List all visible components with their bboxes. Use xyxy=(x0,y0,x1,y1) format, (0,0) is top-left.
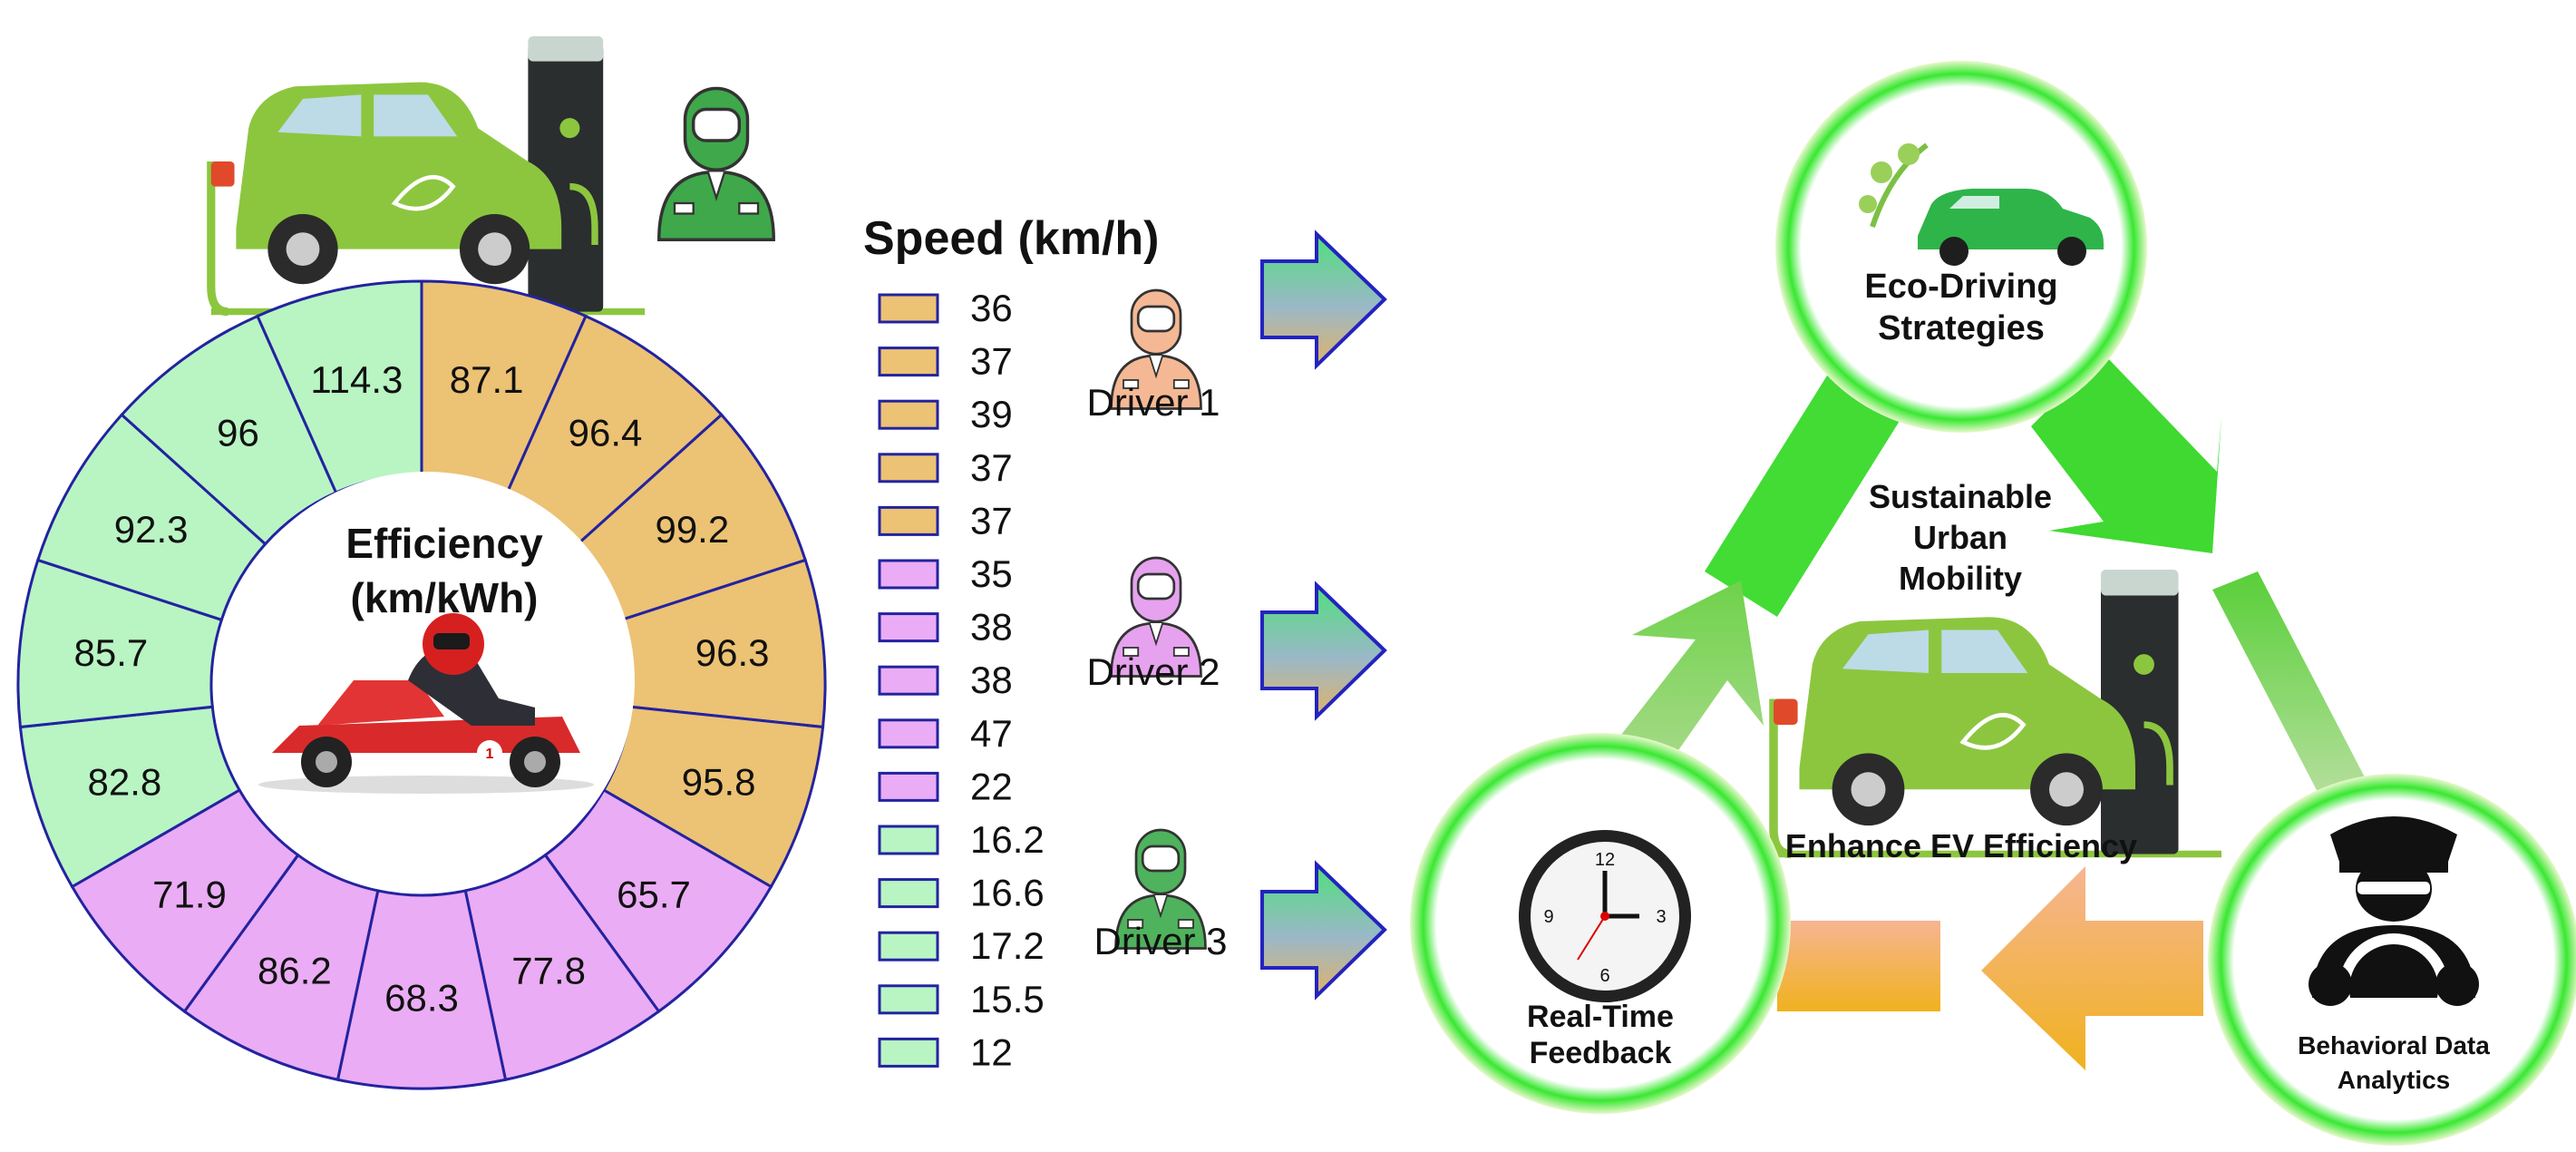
donut-value-label-1-3: 99.2 xyxy=(655,508,729,551)
donut-value-label-2-3: 68.3 xyxy=(384,977,459,1020)
center-caption: Enhance EV Efficiency xyxy=(1785,827,2137,864)
driver-avatar-icon xyxy=(657,86,775,241)
speed-swatch-6 xyxy=(878,559,939,590)
center-ev-car-icon xyxy=(1774,570,2221,854)
donut-value-label-1-4: 96.3 xyxy=(695,631,770,674)
speed-value-14: 15.5 xyxy=(970,978,1045,1020)
eco-car-icon xyxy=(1859,142,2104,266)
center-title-line3: Mobility xyxy=(1899,560,2022,597)
donut-value-label-3-5: 114.3 xyxy=(310,358,403,401)
speed-value-4: 37 xyxy=(970,446,1013,489)
speed-value-2: 37 xyxy=(970,340,1013,383)
speed-swatch-5 xyxy=(878,505,939,536)
center-title-line2: Urban xyxy=(1913,519,2007,556)
driver-3-label: Driver 3 xyxy=(1094,920,1227,962)
feedback-label-line2: Feedback xyxy=(1530,1036,1672,1070)
efficiency-donut-chart: 87.1 96.4 99.2 96.3 95.8 65.7 77.8 68.3 86.2 71.9… xyxy=(16,279,827,1090)
real-time-feedback-node: 12 3 6 9 Real-Time Feedback xyxy=(1410,733,1791,1114)
speed-value-7: 38 xyxy=(970,606,1013,649)
donut-value-label-3-1: 82.8 xyxy=(87,760,161,803)
speed-swatch-8 xyxy=(878,665,939,696)
analytics-label-line2: Analytics xyxy=(2338,1066,2451,1094)
svg-text:6: 6 xyxy=(1599,966,1609,986)
eco-driving-node: Eco-Driving Strategies xyxy=(1775,61,2147,433)
donut-value-label-1-5: 95.8 xyxy=(682,760,756,803)
svg-text:12: 12 xyxy=(1595,850,1615,870)
speed-swatch-10 xyxy=(878,771,939,802)
donut-title-line2: (km/kWh) xyxy=(351,574,539,621)
driver-2-label: Driver 2 xyxy=(1086,650,1220,693)
speed-swatch-13 xyxy=(878,931,939,962)
behavioral-analytics-node: Behavioral Data Analytics xyxy=(2208,774,2576,1146)
donut-value-label-3-3: 92.3 xyxy=(114,508,189,551)
donut-value-label-2-5: 71.9 xyxy=(152,874,227,916)
donut-value-label-2-4: 86.2 xyxy=(258,950,332,992)
cycle-arrow-eco-left xyxy=(1705,354,1913,617)
speed-value-3: 39 xyxy=(970,393,1013,435)
svg-text:1: 1 xyxy=(486,747,494,762)
donut-value-label-3-4: 96 xyxy=(217,411,259,454)
speed-legend: 36 37 39 37 37 35 38 38 47 22 16.2 16.6 17.2 15.5 12 xyxy=(878,287,1045,1073)
cycle-arrow-eco-right xyxy=(2031,354,2221,553)
speed-swatch-1 xyxy=(878,293,939,324)
donut-value-label-2-1: 65.7 xyxy=(617,874,691,916)
speed-swatch-3 xyxy=(878,399,939,430)
speed-value-6: 35 xyxy=(970,552,1013,595)
analytics-label-line1: Behavioral Data xyxy=(2298,1031,2490,1059)
speed-value-5: 37 xyxy=(970,499,1013,542)
speed-swatch-4 xyxy=(878,453,939,483)
flow-arrow-1 xyxy=(1260,232,1386,367)
center-title-line1: Sustainable xyxy=(1869,478,2052,515)
cycle-arrow-tail xyxy=(1777,921,1940,1011)
speed-swatch-14 xyxy=(878,984,939,1015)
donut-value-label-3-2: 85.7 xyxy=(74,631,149,674)
eco-driving-label-line2: Strategies xyxy=(1878,309,2045,347)
cycle-arrow-analytics-down xyxy=(2212,571,2376,816)
svg-text:9: 9 xyxy=(1543,907,1553,927)
speed-legend-title: Speed (km/h) xyxy=(863,212,1160,265)
feedback-label-line1: Real-Time xyxy=(1527,1000,1674,1034)
speed-value-8: 38 xyxy=(970,659,1013,701)
speed-value-9: 47 xyxy=(970,712,1013,755)
cycle-arrow-analytics-to-feedback xyxy=(1981,866,2203,1070)
donut-value-label-1-1: 87.1 xyxy=(450,358,524,401)
ev-charging-car-icon xyxy=(211,36,645,312)
speed-value-1: 36 xyxy=(970,287,1013,329)
speed-swatch-12 xyxy=(878,878,939,909)
flow-arrow-2 xyxy=(1260,583,1386,718)
speed-swatch-15 xyxy=(878,1037,939,1068)
speed-swatch-2 xyxy=(878,347,939,377)
driver-officer-icon xyxy=(2309,816,2479,1044)
speed-swatch-11 xyxy=(878,825,939,855)
speed-value-11: 16.2 xyxy=(970,818,1045,861)
speed-value-15: 12 xyxy=(970,1030,1013,1073)
donut-value-label-1-2: 96.4 xyxy=(569,411,643,454)
svg-text:3: 3 xyxy=(1656,907,1666,927)
eco-driving-label-line1: Eco-Driving xyxy=(1864,268,2057,306)
clock-icon: 12 3 6 9 xyxy=(1519,830,1691,1002)
flow-arrow-3 xyxy=(1260,863,1386,998)
speed-swatch-7 xyxy=(878,612,939,643)
go-kart-racer-icon: 1 xyxy=(258,613,594,794)
driver-1-label: Driver 1 xyxy=(1086,381,1220,424)
speed-value-12: 16.6 xyxy=(970,872,1045,914)
speed-value-13: 17.2 xyxy=(970,924,1045,967)
donut-value-label-2-2: 77.8 xyxy=(511,950,586,992)
speed-value-10: 22 xyxy=(970,765,1013,807)
speed-swatch-9 xyxy=(878,718,939,749)
donut-title-line1: Efficiency xyxy=(345,520,543,567)
